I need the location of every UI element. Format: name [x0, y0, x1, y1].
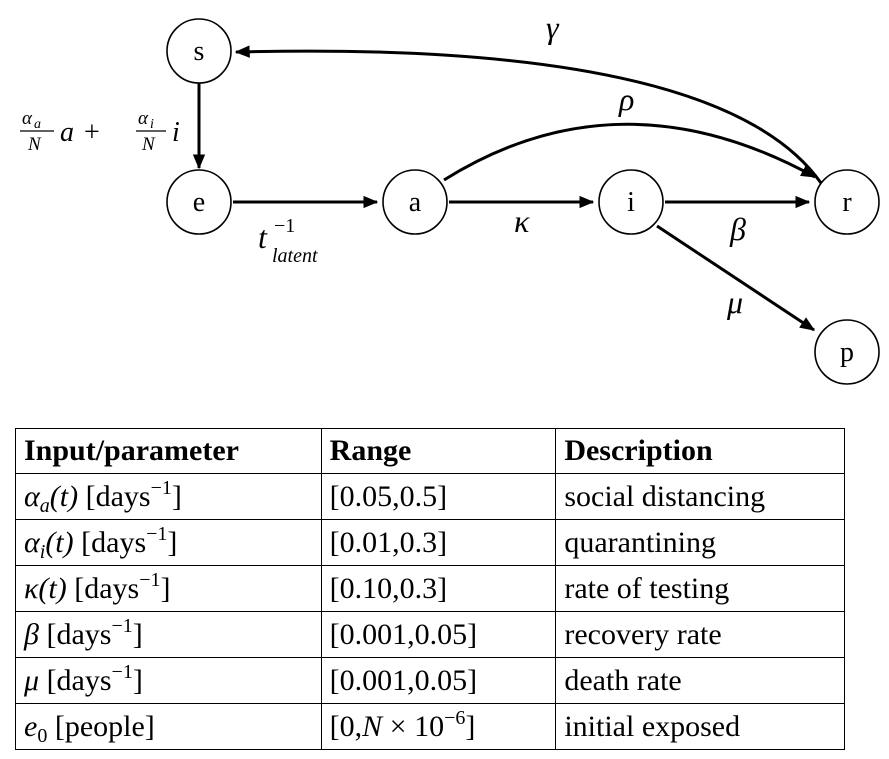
node-r: r [814, 169, 880, 235]
svg-text:i: i [172, 117, 180, 148]
svg-text:s: s [194, 36, 205, 67]
svg-text:a: a [409, 187, 422, 218]
description-cell: recovery rate [555, 611, 845, 658]
description-cell: rate of testing [555, 565, 845, 612]
svg-text:−1: −1 [274, 215, 295, 237]
svg-text:i: i [627, 187, 635, 218]
svg-text:e: e [193, 187, 205, 218]
param-cell: αa(t) [days−1] [15, 473, 322, 520]
description-cell: initial exposed [555, 703, 845, 750]
range-cell: [0.05,0.5] [320, 473, 557, 520]
table-row: μ [days−1] [0.001,0.05] death rate [15, 657, 845, 704]
node-i: i [598, 169, 664, 235]
label-rho: ρ [618, 81, 634, 117]
svg-text:a: a [34, 117, 41, 132]
svg-text:α: α [22, 108, 33, 129]
param-cell: μ [days−1] [15, 657, 322, 704]
header-description: Description [555, 428, 845, 474]
node-p: p [814, 319, 880, 385]
svg-text:i: i [150, 117, 154, 132]
range-cell: [0.001,0.05] [320, 611, 557, 658]
label-kappa: κ [514, 203, 530, 239]
node-e: e [166, 169, 232, 235]
header-parameter: Input/parameter [15, 428, 322, 474]
range-cell: [0.10,0.3] [320, 565, 557, 612]
edge-a-to-r [443, 122, 817, 182]
node-a: a [382, 169, 448, 235]
param-cell: β [days−1] [15, 611, 322, 658]
description-cell: quarantining [555, 519, 845, 566]
label-infection-rate: α a N a + α i N i [20, 108, 180, 155]
param-cell: κ(t) [days−1] [15, 565, 322, 612]
label-t-latent: t −1 latent [258, 215, 318, 267]
parameter-table: Input/parameter Range Description αa(t) … [15, 428, 845, 750]
svg-text:α: α [138, 108, 149, 129]
label-beta: β [729, 211, 746, 247]
range-cell: [0,N × 10−6] [320, 703, 557, 750]
table-row: e0 [people] [0,N × 10−6] initial exposed [15, 703, 845, 750]
node-s: s [166, 18, 232, 84]
table-row: αa(t) [days−1] [0.05,0.5] social distanc… [15, 473, 845, 520]
edge-r-to-s [234, 45, 823, 184]
svg-text:+: + [84, 117, 100, 148]
svg-text:t: t [258, 219, 268, 255]
param-cell: αi(t) [days−1] [15, 519, 322, 566]
table-row: β [days−1] [0.001,0.05] recovery rate [15, 611, 845, 658]
compartment-diagram: s e a i r p γ ρ κ β μ t −1 latent α a N … [20, 9, 880, 385]
table-row: κ(t) [days−1] [0.10,0.3] rate of testing [15, 565, 845, 612]
svg-text:p: p [840, 337, 854, 368]
description-cell: social distancing [555, 473, 845, 520]
svg-text:a: a [60, 117, 74, 148]
label-gamma: γ [546, 9, 560, 45]
svg-text:latent: latent [272, 245, 318, 267]
svg-text:r: r [842, 187, 852, 218]
range-cell: [0.001,0.05] [320, 657, 557, 704]
param-cell: e0 [people] [15, 703, 322, 750]
table-row: αi(t) [days−1] [0.01,0.3] quarantining [15, 519, 845, 566]
label-mu: μ [726, 284, 743, 320]
range-cell: [0.01,0.3] [320, 519, 557, 566]
description-cell: death rate [555, 657, 845, 704]
svg-text:N: N [141, 134, 156, 155]
edge-i-to-p [656, 224, 816, 332]
table-header-row: Input/parameter Range Description [15, 428, 845, 474]
svg-text:N: N [27, 134, 42, 155]
header-range: Range [320, 428, 557, 474]
